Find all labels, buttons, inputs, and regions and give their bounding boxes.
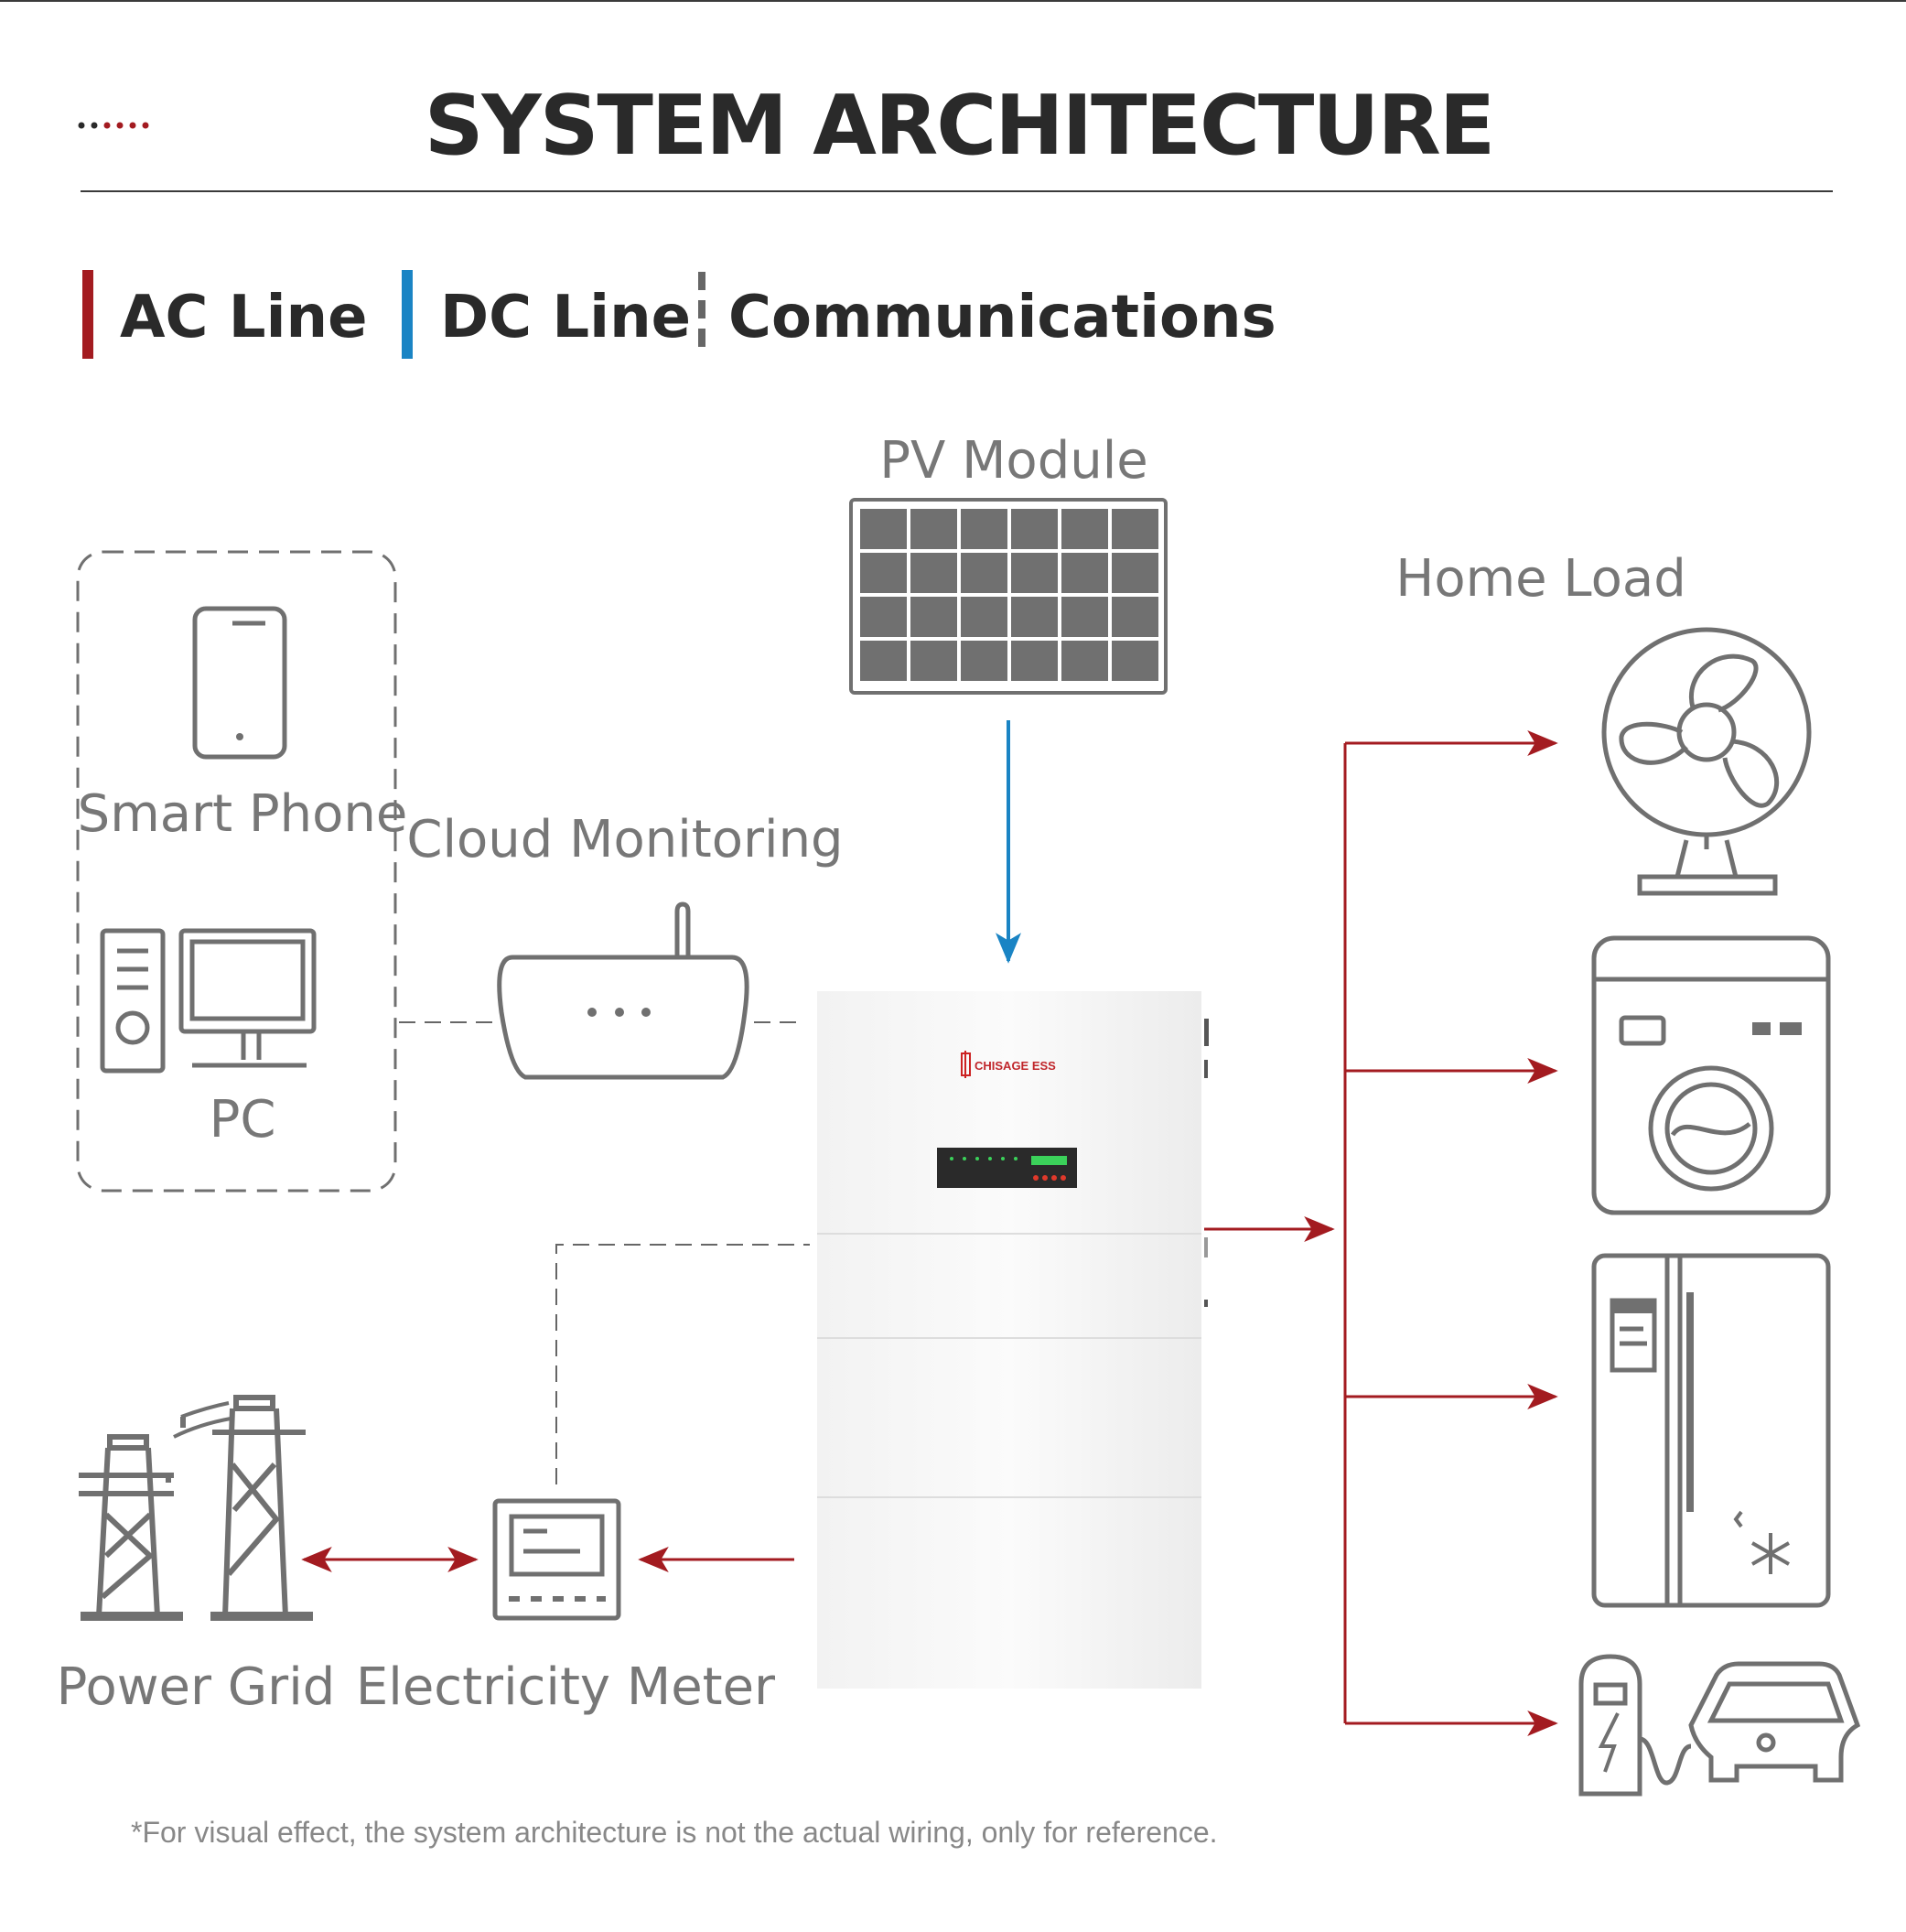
solar-cell [961, 641, 1007, 681]
solar-cell [1112, 553, 1158, 593]
battery-inverter-icon: CHISAGE ESS [817, 991, 1209, 1689]
status-led [963, 1157, 966, 1160]
solar-cell [910, 509, 957, 549]
smart-phone-label: Smart Phone [78, 784, 408, 844]
solar-cell [860, 509, 907, 549]
legend-ac-label: AC Line [120, 284, 367, 351]
solar-cell [1061, 597, 1108, 637]
legend-dc-label: DC Line [440, 284, 691, 351]
solar-cell [961, 553, 1007, 593]
panel-button [1051, 1175, 1057, 1181]
solar-cell [1061, 553, 1108, 593]
solar-cell [1112, 641, 1158, 681]
header-dots [78, 122, 149, 129]
legend-ac-swatch [82, 270, 93, 359]
solar-cell [1112, 509, 1158, 549]
solar-cell [860, 597, 907, 637]
solar-cell [910, 553, 957, 593]
solar-cell [961, 597, 1007, 637]
status-led [975, 1157, 979, 1160]
legend-dc-swatch [402, 270, 413, 359]
solar-cell [1011, 641, 1058, 681]
solar-cell [910, 597, 957, 637]
meter-icon [492, 1498, 621, 1621]
solar-cell [1011, 509, 1058, 549]
solar-cell [1061, 509, 1108, 549]
cloud-monitoring-label: Cloud Monitoring [406, 810, 843, 869]
comm-line-meter-inverter [555, 1244, 810, 1484]
pc-icon [100, 928, 317, 1074]
router-icon [497, 901, 749, 1080]
solar-panel-icon [849, 498, 1168, 695]
washing-machine-icon [1591, 935, 1831, 1215]
status-led [988, 1157, 992, 1160]
solar-cell [961, 509, 1007, 549]
page-title: SYSTEM ARCHITECTURE [425, 78, 1494, 174]
fan-icon [1601, 627, 1812, 896]
phone-icon [192, 606, 287, 760]
solar-cell [910, 641, 957, 681]
panel-button [1042, 1175, 1048, 1181]
power-tower-icon [79, 1395, 313, 1621]
electricity-meter-label: Electricity Meter [356, 1657, 776, 1717]
ev-charger-icon [1578, 1654, 1861, 1797]
status-led [1001, 1157, 1005, 1160]
brand-name: CHISAGE ESS [975, 1059, 1056, 1073]
home-load-label: Home Load [1395, 549, 1686, 609]
power-grid-label: Power Grid [57, 1657, 336, 1717]
legend: AC Line DC Line Communications [82, 270, 1276, 359]
refrigerator-icon [1591, 1253, 1831, 1608]
pc-label: PC [210, 1090, 276, 1149]
solar-cell [860, 553, 907, 593]
control-panel [937, 1148, 1077, 1188]
status-led [1014, 1157, 1018, 1160]
solar-cell [1011, 597, 1058, 637]
panel-button [1033, 1175, 1039, 1181]
footnote: *For visual effect, the system architect… [131, 1816, 1218, 1849]
solar-cell [1011, 553, 1058, 593]
legend-comm-label: Communications [728, 284, 1276, 351]
brand-logo: CHISAGE ESS [961, 1051, 1056, 1078]
solar-cell [1061, 641, 1108, 681]
monitoring-devices-group [76, 550, 397, 1193]
status-led [950, 1157, 953, 1160]
solar-cell [860, 641, 907, 681]
panel-button [1061, 1175, 1066, 1181]
solar-cell [1112, 597, 1158, 637]
pv-module-label: PV Module [879, 431, 1148, 491]
